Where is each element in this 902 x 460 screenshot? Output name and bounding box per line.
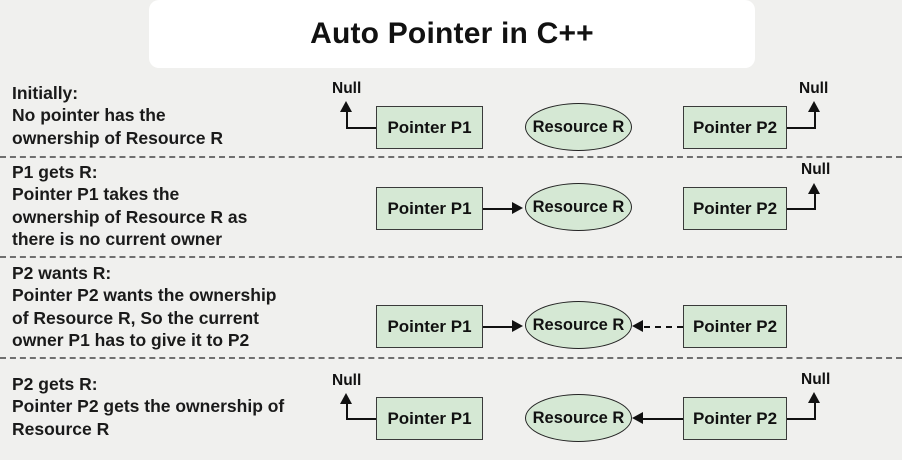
pointer-p2-node: Pointer P2 bbox=[683, 106, 787, 149]
step-line: owner P1 has to give it to P2 bbox=[12, 329, 250, 350]
p1-to-null-arrowhead bbox=[340, 393, 352, 404]
p1-to-resource-arrowhead bbox=[512, 320, 523, 332]
resource-label: Resource R bbox=[532, 408, 625, 427]
p2-to-null-arrow bbox=[787, 207, 816, 210]
pointer-p1-node: Pointer P1 bbox=[376, 305, 483, 348]
step-1-description: Initially: No pointer has the ownership … bbox=[12, 82, 352, 149]
p2-to-resource-arrow bbox=[643, 417, 683, 420]
resource-node: Resource R bbox=[525, 301, 632, 349]
null-label: Null bbox=[801, 371, 831, 388]
p1-to-null-arrow bbox=[345, 403, 348, 419]
pointer-p2-label: Pointer P2 bbox=[692, 408, 778, 428]
step-heading: P1 gets R: bbox=[12, 162, 98, 182]
step-3-description: P2 wants R: Pointer P2 wants the ownersh… bbox=[12, 262, 352, 351]
pointer-p1-node: Pointer P1 bbox=[376, 397, 483, 440]
null-label: Null bbox=[332, 372, 362, 389]
page-title: Auto Pointer in C++ bbox=[310, 17, 594, 50]
null-label: Null bbox=[801, 161, 831, 178]
p2-to-resource-arrowhead bbox=[632, 412, 643, 424]
step-heading: Initially: bbox=[12, 83, 79, 103]
step-line: Pointer P2 gets the ownership of bbox=[12, 396, 285, 417]
step-line: ownership of Resource R bbox=[12, 127, 224, 148]
p2-to-null-arrowhead bbox=[808, 183, 820, 194]
null-label: Null bbox=[332, 80, 362, 97]
step-2-description: P1 gets R: Pointer P1 takes the ownershi… bbox=[12, 161, 352, 250]
row-separator bbox=[0, 156, 902, 158]
pointer-p1-node: Pointer P1 bbox=[376, 106, 483, 149]
step-line: ownership of Resource R as bbox=[12, 206, 248, 227]
p1-to-resource-arrow bbox=[483, 207, 515, 210]
p1-to-null-arrow bbox=[346, 417, 376, 420]
p1-to-resource-arrowhead bbox=[512, 202, 523, 214]
p2-to-null-arrow bbox=[813, 111, 816, 128]
step-line: of Resource R, So the current bbox=[12, 307, 259, 328]
null-label: Null bbox=[799, 80, 829, 97]
pointer-p2-node: Pointer P2 bbox=[683, 187, 787, 230]
title-card: Auto Pointer in C++ bbox=[149, 0, 755, 68]
pointer-p1-label: Pointer P1 bbox=[387, 408, 472, 428]
p2-to-null-arrow bbox=[787, 126, 816, 129]
p2-to-null-arrow bbox=[813, 402, 816, 419]
pointer-p1-label: Pointer P1 bbox=[387, 117, 472, 137]
p2-to-null-arrowhead bbox=[808, 101, 820, 112]
p1-to-null-arrowhead bbox=[340, 101, 352, 112]
step-line: No pointer has the bbox=[12, 105, 166, 126]
resource-node: Resource R bbox=[525, 394, 632, 442]
step-line: Resource R bbox=[12, 418, 110, 439]
resource-label: Resource R bbox=[532, 315, 625, 334]
pointer-p2-label: Pointer P2 bbox=[692, 117, 778, 137]
step-4-description: P2 gets R: Pointer P2 gets the ownership… bbox=[12, 373, 352, 440]
p1-to-null-arrow bbox=[346, 126, 376, 129]
step-line: Pointer P1 takes the bbox=[12, 184, 180, 205]
pointer-p1-label: Pointer P1 bbox=[387, 198, 472, 218]
resource-node: Resource R bbox=[525, 183, 632, 231]
resource-node: Resource R bbox=[525, 103, 632, 151]
pointer-p2-node: Pointer P2 bbox=[683, 305, 787, 348]
p2-to-null-arrowhead bbox=[808, 392, 820, 403]
p2-to-null-arrow bbox=[787, 417, 816, 420]
step-line: there is no current owner bbox=[12, 228, 223, 249]
step-heading: P2 wants R: bbox=[12, 263, 112, 283]
pointer-p2-label: Pointer P2 bbox=[692, 198, 778, 218]
p2-to-resource-dashed-arrowhead bbox=[632, 320, 643, 332]
row-separator bbox=[0, 256, 902, 258]
step-line: Pointer P2 wants the ownership bbox=[12, 285, 277, 306]
step-heading: P2 gets R: bbox=[12, 374, 98, 394]
resource-label: Resource R bbox=[532, 117, 625, 136]
p2-to-null-arrow bbox=[813, 193, 816, 209]
resource-label: Resource R bbox=[532, 197, 625, 216]
pointer-p1-label: Pointer P1 bbox=[387, 316, 472, 336]
row-separator bbox=[0, 357, 902, 359]
pointer-p2-label: Pointer P2 bbox=[692, 316, 778, 336]
p1-to-resource-arrow bbox=[483, 325, 515, 328]
p1-to-null-arrow bbox=[345, 111, 348, 128]
p2-to-resource-dashed-arrow bbox=[644, 325, 683, 328]
pointer-p1-node: Pointer P1 bbox=[376, 187, 483, 230]
pointer-p2-node: Pointer P2 bbox=[683, 397, 787, 440]
